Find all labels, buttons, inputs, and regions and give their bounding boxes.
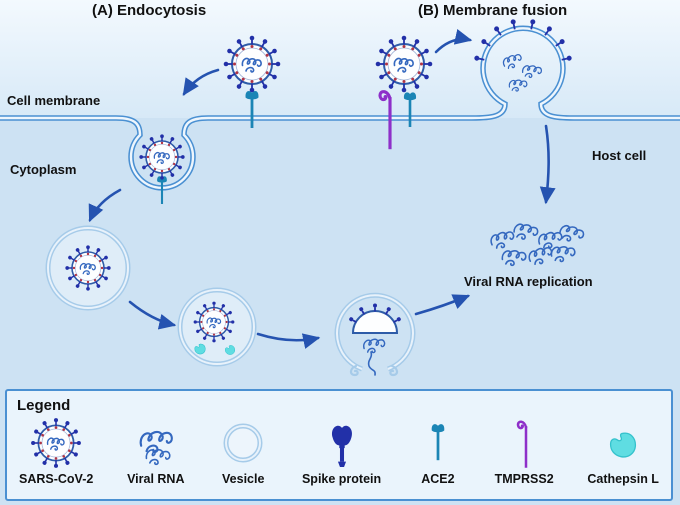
cathepsin-l-icon xyxy=(610,432,637,458)
spike-protein-icon xyxy=(319,416,365,470)
legend-items: SARS-CoV-2 Viral RNA Vesicle xyxy=(7,414,671,486)
legend-label: SARS-CoV-2 xyxy=(19,472,94,486)
arrow-endosome-to-replication xyxy=(414,294,471,316)
legend-label: Cathepsin L xyxy=(587,472,659,486)
arrow-vesicle-to-vesicle xyxy=(128,300,177,330)
label-viral-rna-replication: Viral RNA replication xyxy=(464,274,593,289)
arrow-virus-to-fusion xyxy=(434,29,473,54)
label-cytoplasm: Cytoplasm xyxy=(10,162,77,177)
legend-item-viral-rna: Viral RNA xyxy=(127,416,185,486)
legend-label: TMPRSS2 xyxy=(494,472,554,486)
legend-item-vesicle: Vesicle xyxy=(218,416,268,486)
sars-cov-2-icon xyxy=(28,416,84,470)
legend-item-tmprss2: TMPRSS2 xyxy=(495,416,554,486)
title-membrane-fusion: (B) Membrane fusion xyxy=(418,2,568,19)
title-endocytosis: (A) Endocytosis xyxy=(92,2,207,19)
label-cell-membrane: Cell membrane xyxy=(7,93,101,108)
endosome-fusing xyxy=(334,292,416,377)
arrow-virus-to-pit xyxy=(182,68,220,96)
legend-item-ace2: ACE2 xyxy=(415,416,461,486)
membrane-fusion-bulge xyxy=(474,19,572,93)
arrow-fusion-to-replication xyxy=(539,124,556,205)
viral-rna-icon xyxy=(139,430,173,467)
legend-label: Spike protein xyxy=(301,472,382,486)
label-host-cell: Host cell xyxy=(592,148,647,163)
vesicle-early xyxy=(45,225,131,311)
legend-box: Legend SARS-CoV-2 Viral RNA xyxy=(5,389,673,501)
legend-label: Vesicle xyxy=(222,472,265,486)
legend-item-cathepsin-l: Cathepsin L xyxy=(587,416,659,486)
arrow-pit-to-vesicle xyxy=(88,188,122,223)
legend-title: Legend xyxy=(17,397,71,414)
tmprss2-icon xyxy=(516,420,528,470)
legend-item-sars-cov-2: SARS-CoV-2 xyxy=(19,416,93,486)
legend-label: Viral RNA xyxy=(127,472,185,486)
ace2-icon xyxy=(430,422,446,462)
legend-item-spike-protein: Spike protein xyxy=(302,416,381,486)
arrow-vesicle-to-endosome xyxy=(256,332,321,349)
cell-membrane-line xyxy=(0,25,680,191)
vesicle-icon xyxy=(223,423,263,463)
vesicle-with-cathepsin xyxy=(177,287,257,367)
legend-label: ACE2 xyxy=(421,472,455,486)
